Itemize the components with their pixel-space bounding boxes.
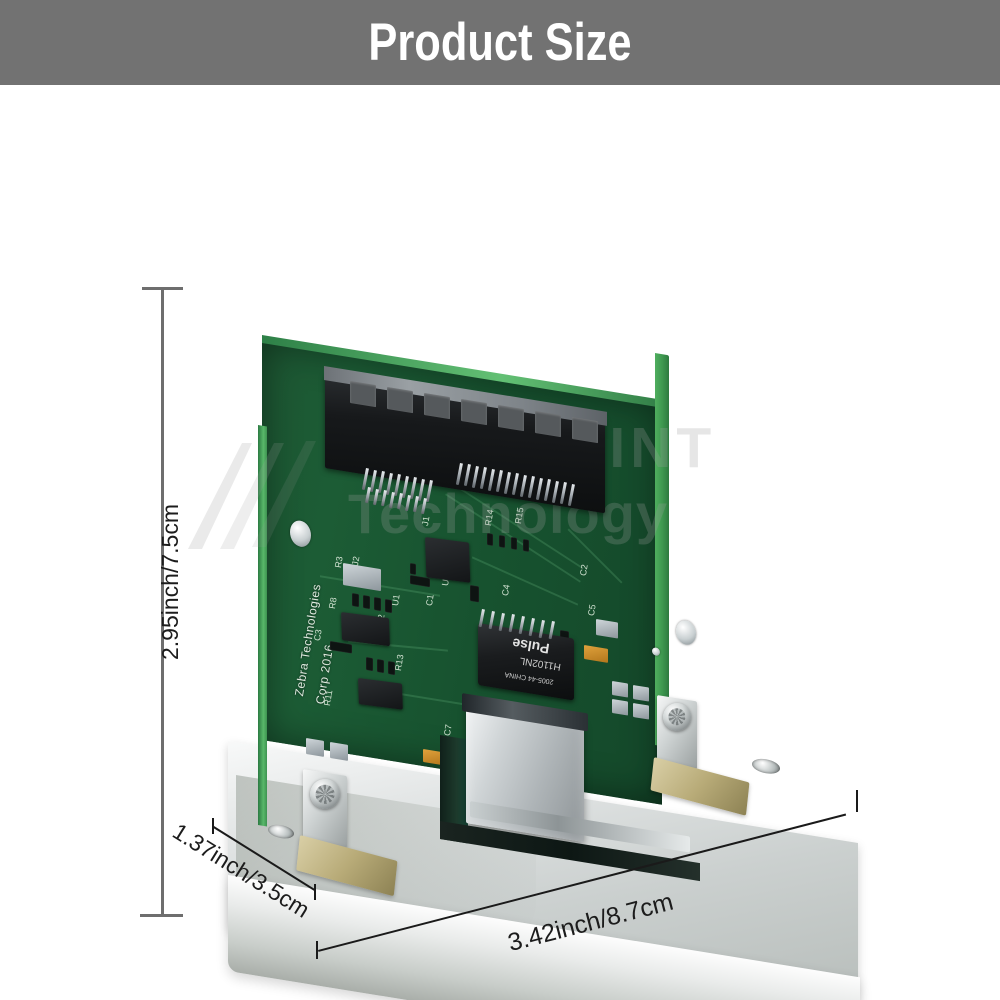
height-dim-tick-top: [142, 287, 183, 290]
resistor: [363, 595, 370, 610]
silkscreen-refdes: J1: [420, 515, 432, 527]
edge-connector-notch: [461, 399, 487, 426]
edge-connector-notch: [535, 411, 561, 438]
right-bracket-screw: [663, 703, 691, 731]
pcb-left-edge: [258, 425, 267, 827]
silkscreen-refdes: C1: [424, 593, 436, 607]
height-dim-tick-bottom: [140, 914, 183, 917]
depth-dim-tick-start: [212, 818, 214, 834]
edge-connector-notch: [498, 405, 524, 432]
resistor: [487, 533, 493, 546]
right-bracket-foot: [650, 757, 750, 816]
resistor: [377, 659, 384, 674]
resistor: [352, 593, 359, 608]
left-bracket-screw: [310, 779, 340, 809]
pad: [612, 681, 628, 698]
pad: [612, 699, 628, 716]
resistor: [366, 657, 373, 672]
resistor: [385, 599, 392, 614]
pad: [633, 703, 649, 720]
resistor: [499, 535, 505, 548]
resistor: [374, 597, 381, 612]
ic-u3: [358, 678, 403, 710]
pcb-via-hole: [676, 619, 696, 647]
edge-connector-notch: [424, 393, 450, 420]
width-dim-tick-right: [856, 790, 858, 812]
ic-u2: [425, 537, 471, 583]
pad: [330, 742, 348, 761]
depth-dim-tick-end: [314, 884, 316, 900]
resistor: [470, 585, 479, 603]
edge-connector-notch: [350, 381, 376, 408]
resistor: [523, 539, 529, 552]
page-title: Product Size: [368, 13, 632, 72]
header-bar: Product Size: [0, 0, 1000, 85]
pcb-right-edge: [655, 353, 669, 748]
base-mounting-hole: [752, 757, 780, 776]
resistor: [511, 537, 517, 550]
pad: [306, 738, 324, 757]
pad: [596, 619, 618, 639]
pad: [633, 685, 649, 702]
height-dim-line: [161, 287, 164, 917]
silkscreen-refdes: C5: [586, 603, 598, 617]
resistor: [410, 563, 416, 575]
product-photo: Zebra Technologies Corp 2016 R3 J2 R8 R1…: [0, 85, 1000, 1000]
edge-connector-notch: [387, 387, 413, 414]
silkscreen-refdes: R8: [327, 596, 339, 610]
silkscreen-refdes: C2: [578, 563, 590, 577]
pcb-via-hole: [652, 647, 660, 657]
product-assembly: Zebra Technologies Corp 2016 R3 J2 R8 R1…: [0, 85, 1000, 1000]
silkscreen-refdes: C3: [312, 628, 324, 642]
edge-connector-notch: [572, 417, 598, 444]
height-dim-label: 2.95inch/7.5cm: [157, 504, 183, 660]
width-dim-tick-left: [316, 941, 318, 959]
silkscreen-refdes: C4: [500, 583, 512, 597]
resistor: [388, 661, 395, 676]
